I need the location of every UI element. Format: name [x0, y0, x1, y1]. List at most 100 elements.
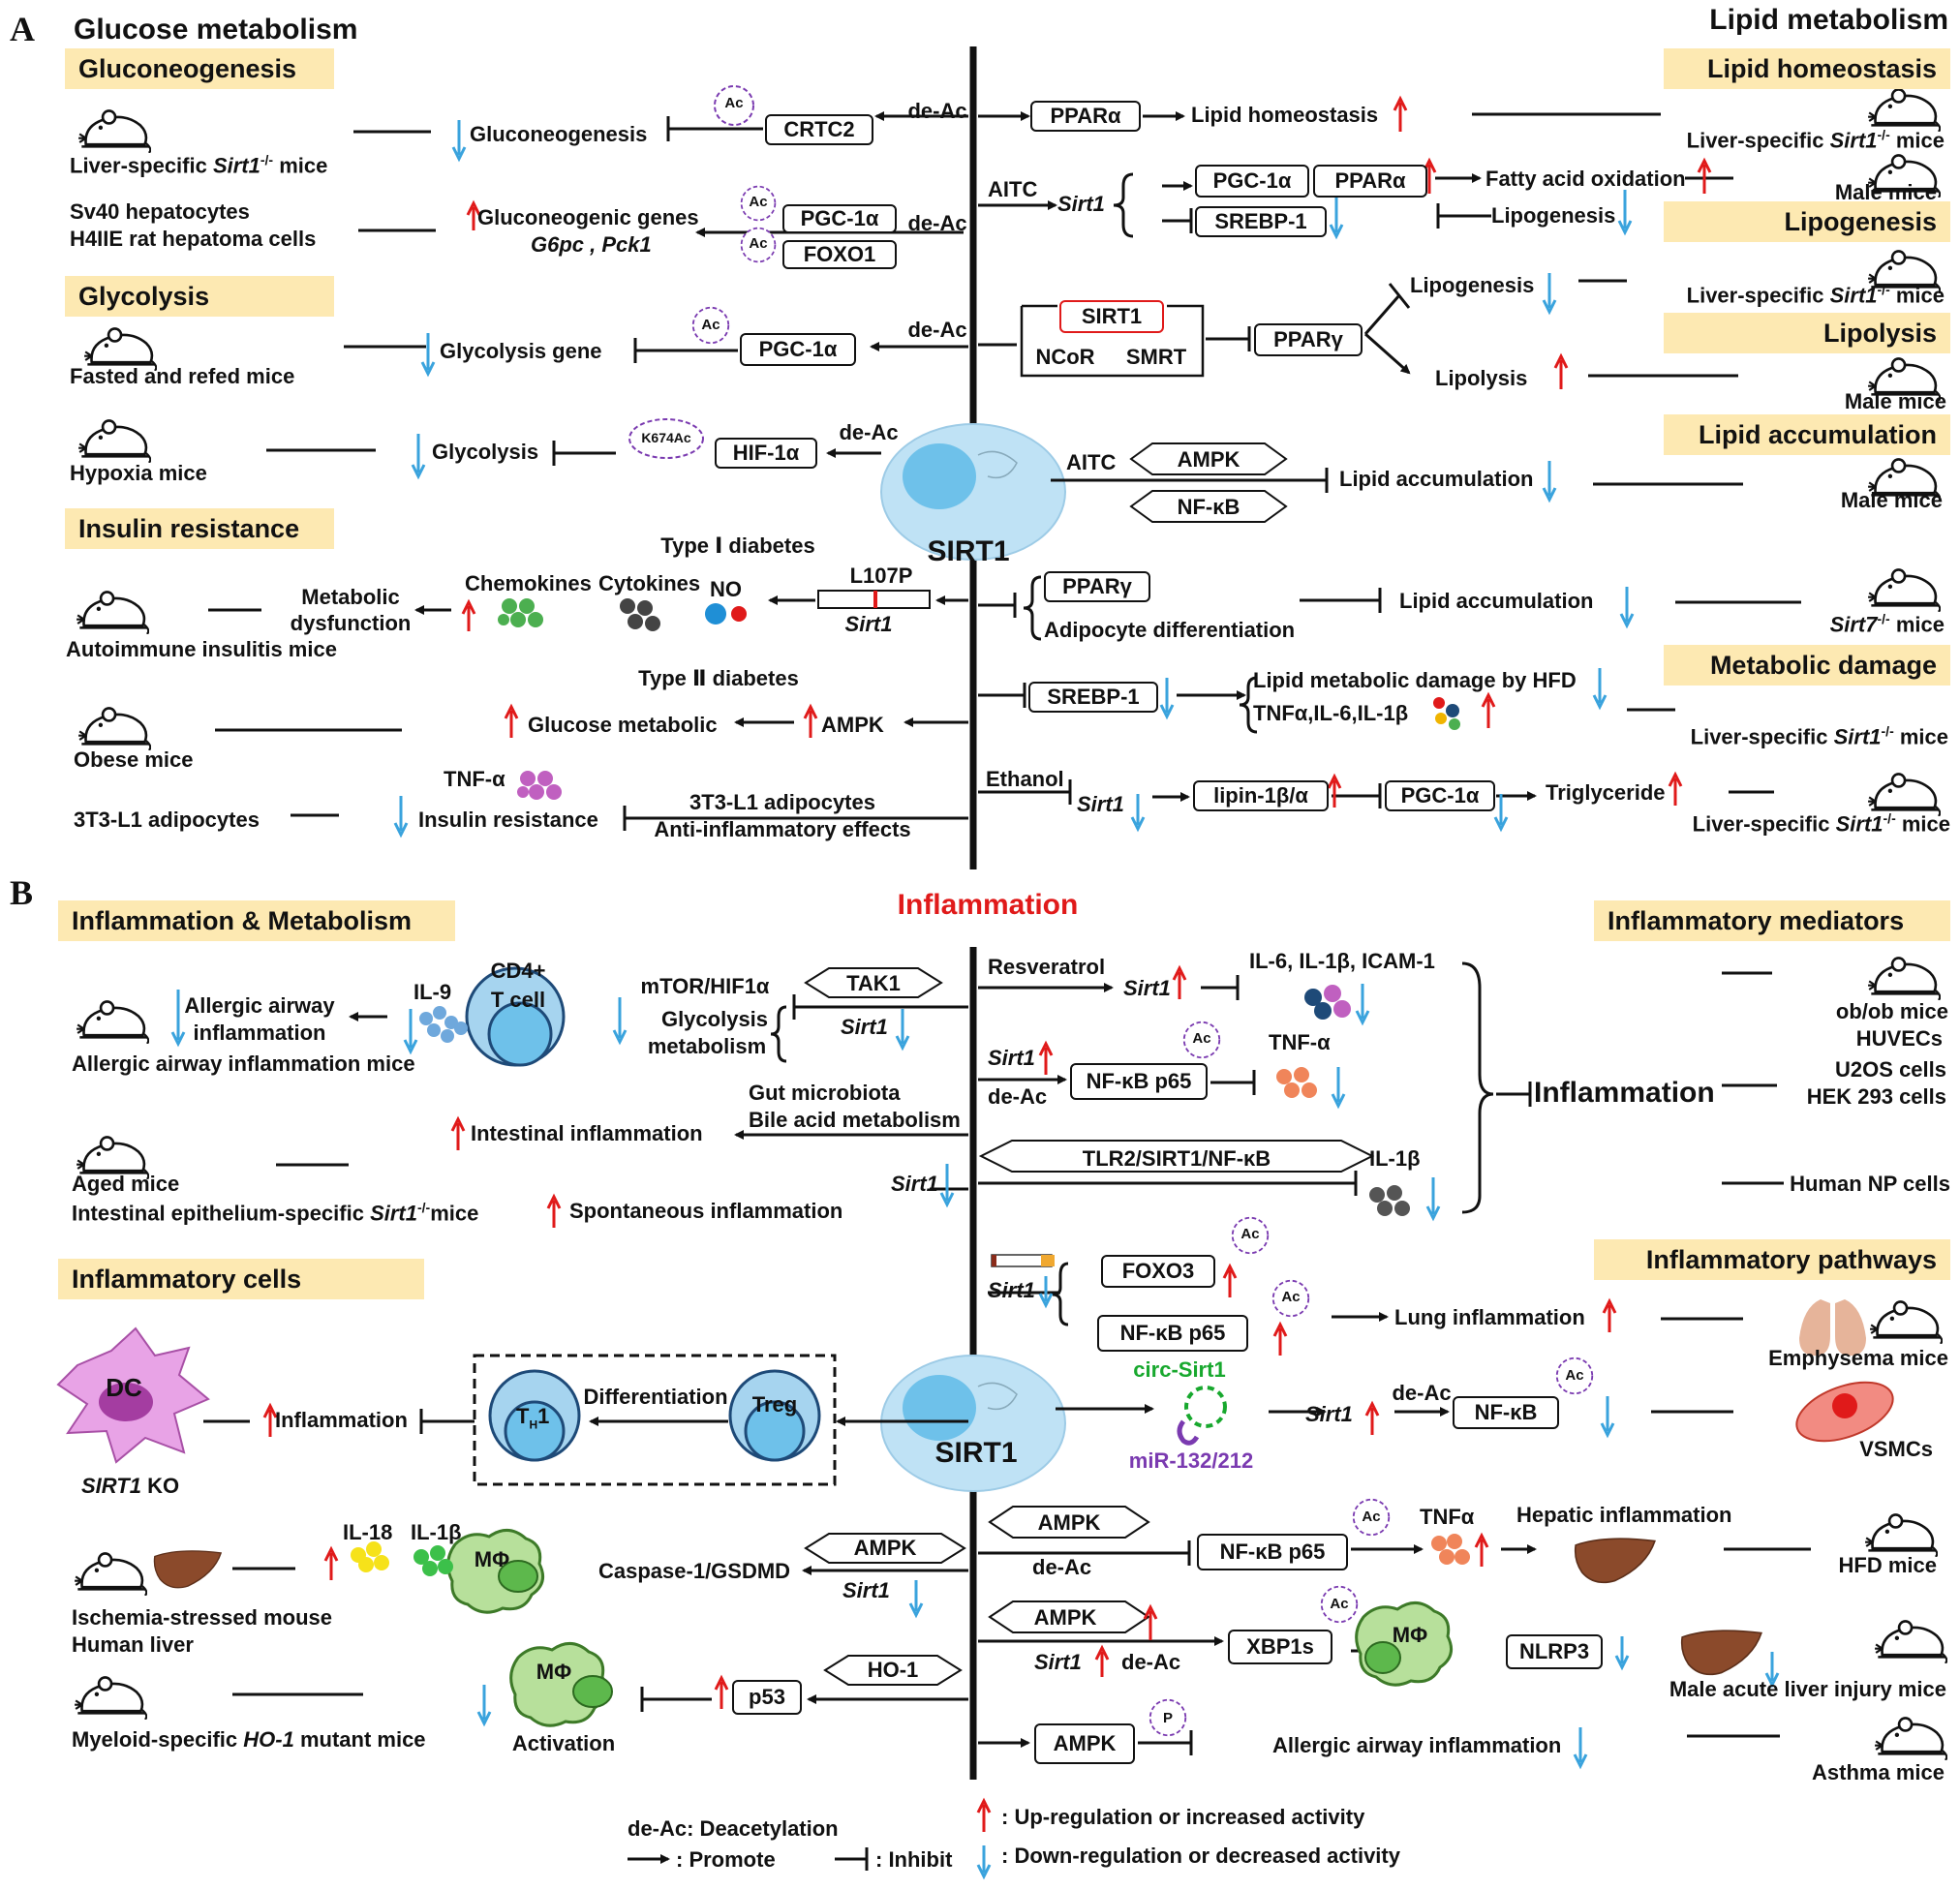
box-foxo3: FOXO3 — [1101, 1255, 1215, 1288]
acetyl-group-icon: Ac — [1281, 1289, 1301, 1305]
label-il1b-r: IL-1β — [1369, 1146, 1421, 1171]
model-allergic-mice: Allergic airway inflammation mice — [72, 1052, 415, 1076]
label-deac-b2: de-Ac — [1392, 1381, 1452, 1405]
acetyl-group-icon: Ac — [1240, 1226, 1260, 1242]
sirt1-cell-a — [880, 423, 1066, 561]
model-aged: Aged mice — [72, 1172, 180, 1196]
box-pparg-1: PPARγ — [1254, 323, 1363, 356]
model-myeloid: Myeloid-specific HO-1 mutant mice — [72, 1727, 426, 1752]
model-hfd: HFD mice — [1838, 1553, 1937, 1577]
label-dysfunction: dysfunction — [290, 611, 412, 635]
label-insulin-resistance: Insulin resistance — [418, 808, 598, 832]
liver-icon — [1680, 1630, 1762, 1676]
label-glucose-metabolic: Glucose metabolic — [528, 713, 718, 737]
legend-down: : Down-regulation or decreased activity — [1001, 1844, 1400, 1868]
label-gut-microbiota: Gut microbiota — [749, 1081, 901, 1105]
box-xbp1s: XBP1s — [1228, 1630, 1332, 1664]
header-lipid-accumulation: Lipid accumulation — [1664, 414, 1950, 455]
header-inflammatory-pathways: Inflammatory pathways — [1594, 1239, 1950, 1280]
down-arrow-icon — [170, 120, 1780, 1880]
box-ppara-1: PPARα — [1030, 101, 1141, 132]
legend-deac: de-Ac: Deacetylation — [628, 1816, 839, 1841]
label-lipid-homeostasis: Lipid homeostasis — [1191, 103, 1379, 127]
label-differentiation: Differentiation — [583, 1385, 728, 1409]
model-obob: ob/ob mice — [1835, 999, 1948, 1023]
header-inflammatory-cells: Inflammatory cells — [58, 1259, 424, 1299]
label-cytokines: Cytokines — [598, 571, 701, 595]
label-tcell: T cell — [490, 988, 546, 1012]
label-deac-b3: de-Ac — [1032, 1555, 1092, 1579]
label-k674ac: K674Ac — [641, 430, 691, 445]
label-mir: miR-132/212 — [1128, 1448, 1254, 1473]
treg-cell — [728, 1369, 821, 1462]
label-bile-acid: Bile acid metabolism — [749, 1108, 961, 1132]
header-metabolic-damage: Metabolic damage — [1664, 645, 1950, 686]
label-lipid-damage: Lipid metabolic damage by HFD — [1253, 668, 1577, 692]
label-intestinal-inflammation: Intestinal inflammation — [471, 1121, 703, 1145]
box-pgc1a-4: PGC-1α — [1385, 780, 1495, 811]
th1-cell — [488, 1369, 581, 1462]
label-mphi-2: MΦ — [536, 1660, 572, 1684]
label-resveratrol: Resveratrol — [988, 955, 1106, 979]
model-sv40: Sv40 hepatocytes — [70, 199, 250, 224]
box-nfkb-p65-1: NF-κB p65 — [1070, 1063, 1208, 1100]
label-caspase: Caspase-1/GSDMD — [598, 1559, 791, 1583]
mouse-icon — [1867, 773, 1941, 816]
panel-b-label: B — [10, 873, 34, 912]
acetyl-group-icon: Ac — [1565, 1367, 1584, 1384]
box-nfkb-p65-2: NF-κB p65 — [1097, 1315, 1248, 1352]
label-deac-b4: de-Ac — [1121, 1650, 1181, 1674]
mouse-icon — [1867, 88, 1941, 132]
mouse-icon — [77, 419, 151, 463]
box-foxo1: FOXO1 — [782, 240, 897, 269]
model-human-liver: Human liver — [72, 1632, 194, 1657]
box-p53: p53 — [732, 1680, 802, 1715]
label-tnfa-b: TNF-α — [1269, 1030, 1331, 1054]
model-autoimmune: Autoimmune insulitis mice — [66, 637, 337, 661]
label-il9: IL-9 — [413, 980, 452, 1004]
label-circ-sirt1: circ-Sirt1 — [1133, 1357, 1226, 1382]
box-nfkb-p65-3: NF-κB p65 — [1197, 1534, 1348, 1570]
label-fatty-acid-oxidation: Fatty acid oxidation — [1485, 167, 1686, 191]
label-il6: IL-6, IL-1β, ICAM-1 — [1249, 949, 1435, 973]
model-h4iie: H4IIE rat hepatoma cells — [70, 227, 317, 251]
model-asthma: Asthma mice — [1812, 1760, 1945, 1784]
label-deac-b1: de-Ac — [988, 1084, 1048, 1109]
label-type2-diabetes: Type Ⅱ diabetes — [638, 666, 799, 690]
box-pgc1a-1: PGC-1α — [782, 204, 897, 233]
mouse-icon — [76, 1000, 149, 1044]
label-sirt1-a2: Sirt1 — [1077, 792, 1124, 816]
model-male-acute: Male acute liver injury mice — [1669, 1677, 1946, 1701]
label-glycolysis: Glycolysis — [432, 440, 539, 464]
acetyl-group-icon: Ac — [1192, 1030, 1211, 1047]
box-sirt1-ncor: SIRT1 — [1059, 300, 1164, 333]
label-adipocyte-differentiation: Adipocyte differentiation — [1044, 618, 1296, 642]
header-glycolysis: Glycolysis — [65, 276, 334, 317]
model-ischemia: Ischemia-stressed mouse — [72, 1605, 333, 1630]
label-sirt1-b4: Sirt1 — [1123, 976, 1171, 1000]
label-hepatic: Hepatic inflammation — [1516, 1503, 1732, 1527]
label-anti-inflammatory: Anti-inflammatory effects — [654, 817, 911, 841]
label-mphi-1: MΦ — [474, 1547, 510, 1571]
label-lipid-accumulation-2: Lipid accumulation — [1399, 589, 1594, 613]
header-lipid-homeostasis: Lipid homeostasis — [1664, 48, 1950, 89]
label-inflammation-r: Inflammation — [1534, 1077, 1715, 1109]
legend-up: : Up-regulation or increased activity — [1001, 1805, 1365, 1829]
label-tnfa-il6: TNFα,IL-6,IL-1β — [1253, 701, 1409, 725]
model-liver-r2: Liver-specific Sirt1-/- mice — [1686, 282, 1945, 308]
box-ppara-2: PPARα — [1313, 165, 1427, 198]
macrophage-icon — [1355, 1601, 1454, 1687]
label-sirt1-a1: Sirt1 — [1057, 192, 1105, 216]
label-tak1: TAK1 — [846, 971, 901, 995]
legend-promote: : Promote — [676, 1847, 776, 1872]
label-lipolysis: Lipolysis — [1435, 366, 1528, 390]
phosphate-icon: P — [1162, 1710, 1174, 1726]
label-il1b: IL-1β — [411, 1520, 462, 1544]
model-sirt1-ko: SIRT1 KO — [81, 1474, 180, 1498]
header-insulin-resistance: Insulin resistance — [65, 508, 334, 549]
label-ethanol: Ethanol — [986, 767, 1064, 791]
legend-inhibit: : Inhibit — [875, 1847, 953, 1872]
label-lung-inflammation: Lung inflammation — [1394, 1305, 1585, 1329]
header-gluconeogenesis: Gluconeogenesis — [65, 48, 334, 89]
label-sirt1-b8: Sirt1 — [1034, 1650, 1082, 1674]
